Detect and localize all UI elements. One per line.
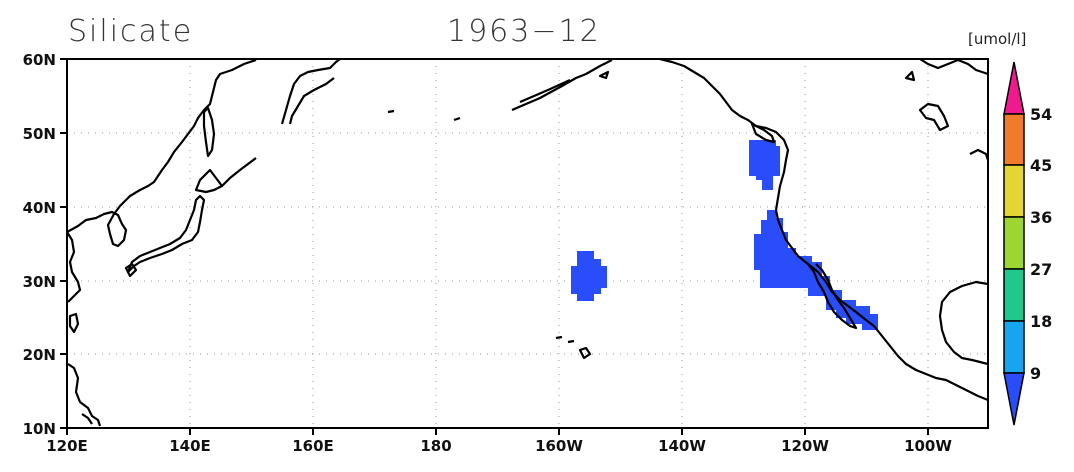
coast-northeast-islands: [904, 70, 916, 82]
coast-alaska-gulf: [659, 59, 757, 127]
coast-kurils: [221, 157, 257, 187]
coast-bc: [755, 124, 790, 211]
tick-marks: [60, 58, 929, 435]
lat-label: 50N: [23, 125, 56, 143]
colorbar-segment: [1003, 268, 1025, 322]
lat-label: 10N: [23, 420, 56, 438]
coast-japan-kyushu: [124, 262, 138, 278]
lon-label: 180: [420, 437, 451, 455]
colorbar-top-arrow: [1003, 61, 1025, 115]
coast-alaska-isl: [598, 70, 610, 80]
lon-label: 140E: [169, 437, 211, 455]
lon-label: 160W: [535, 437, 583, 455]
colorbar-bottom-arrow: [1003, 372, 1025, 426]
colorbar-label: 54: [1030, 105, 1052, 124]
lat-labels: 60N 50N 40N 30N 20N 10N: [23, 51, 56, 438]
colorbar-label: 27: [1030, 260, 1052, 279]
lon-label: 100W: [904, 437, 952, 455]
coast-kamchatka: [280, 59, 341, 125]
lon-label: 140W: [658, 437, 706, 455]
colorbar: [1003, 61, 1025, 426]
lon-label: 120E: [46, 437, 88, 455]
coast-hawaii-2: [567, 339, 575, 344]
coast-aleutian-1: [387, 109, 395, 114]
lon-labels: 120E 140E 160E 180 160W 140W 120W 100W: [46, 437, 952, 455]
coast-aleutian-3: [511, 72, 587, 112]
map-frame: [66, 58, 989, 429]
gridlines: [67, 59, 988, 428]
coast-mexico-gulf: [938, 280, 988, 366]
coast-hudson-2: [969, 148, 988, 161]
coastlines: [67, 59, 988, 427]
variable-title: Silicate: [68, 14, 194, 49]
coast-us-west: [774, 209, 875, 327]
colorbar-segment: [1003, 113, 1025, 166]
lon-label: 160E: [292, 437, 334, 455]
coast-philippines-2: [81, 413, 93, 425]
coast-japan-honshu: [126, 194, 206, 274]
lat-label: 20N: [23, 346, 56, 364]
lon-label: 120W: [781, 437, 829, 455]
data-patch-northwest: [749, 140, 780, 190]
coast-hawaii-3: [578, 346, 592, 360]
coast-philippines: [67, 363, 102, 427]
date-title: 1963−12: [447, 14, 601, 49]
coast-hawaii-1: [555, 335, 563, 340]
coast-japan-hokkaido: [194, 168, 224, 194]
coast-taiwan: [68, 312, 80, 334]
coast-asia: [67, 59, 257, 248]
coast-north-mainland: [919, 59, 988, 76]
data-patches: [571, 140, 878, 330]
coast-aleutian-4: [519, 78, 571, 104]
colorbar-label: 18: [1030, 312, 1052, 331]
colorbar-segment: [1003, 164, 1025, 218]
colorbar-labels: 54 45 36 27 18 9: [1030, 105, 1052, 383]
coast-kamchatka-west: [288, 77, 335, 125]
colorbar-label: 36: [1030, 208, 1052, 227]
coast-china: [67, 231, 82, 303]
data-patch-central: [571, 251, 607, 301]
lat-label: 30N: [23, 273, 56, 291]
coast-sakhalin: [202, 106, 216, 158]
coast-aleutian-2: [453, 116, 461, 122]
colorbar-segment: [1003, 320, 1025, 374]
units-label: [umol/l]: [968, 30, 1027, 48]
coast-alaska-penin: [585, 59, 613, 75]
colorbar-segment: [1003, 216, 1025, 270]
coast-vancouver: [750, 122, 776, 144]
coast-hudson: [918, 102, 950, 132]
colorbar-label: 9: [1030, 364, 1041, 383]
lat-label: 40N: [23, 199, 56, 217]
coast-baja: [807, 263, 858, 330]
coast-mexico: [873, 325, 988, 402]
colorbar-label: 45: [1030, 156, 1052, 175]
lat-label: 60N: [23, 51, 56, 69]
